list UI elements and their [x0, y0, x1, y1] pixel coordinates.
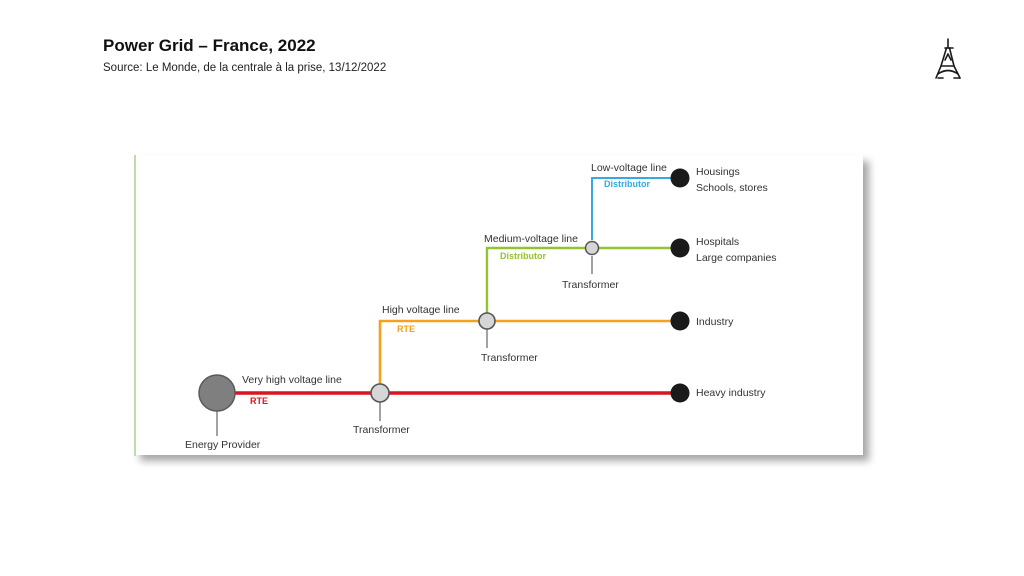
high-voltage-line: [378, 319, 680, 384]
heavy-industry-label: Heavy industry: [696, 387, 766, 399]
low-voltage-label: Low-voltage line: [591, 162, 667, 174]
high-voltage-label: High voltage line: [382, 304, 460, 316]
high-voltage-operator: RTE: [397, 324, 415, 334]
consumer-node-housings: [670, 168, 690, 188]
eiffel-tower-icon: [935, 38, 961, 79]
schools-stores-label: Schools, stores: [696, 182, 768, 194]
medium-voltage-line: [485, 246, 680, 313]
energy-provider-node: [198, 374, 236, 412]
transformer-label-3: Transformer: [562, 279, 619, 291]
hospitals-label: Hospitals: [696, 236, 739, 248]
page-title: Power Grid – France, 2022: [103, 36, 316, 55]
energy-provider-label: Energy Provider: [185, 439, 261, 451]
transformer-label-2: Transformer: [481, 352, 538, 364]
diagram-panel: [134, 155, 863, 455]
transformer-node-2: [478, 312, 496, 330]
medium-voltage-operator: Distributor: [500, 251, 546, 261]
medium-voltage-label: Medium-voltage line: [484, 233, 578, 245]
large-companies-label: Large companies: [696, 252, 777, 264]
transformer-label-1: Transformer: [353, 424, 410, 436]
consumer-node-hospitals: [670, 238, 690, 258]
very-high-voltage-operator: RTE: [250, 396, 268, 406]
low-voltage-operator: Distributor: [604, 179, 650, 189]
very-high-voltage-label: Very high voltage line: [242, 374, 342, 386]
low-voltage-line: [591, 177, 680, 240]
transformer-node-1: [370, 383, 390, 403]
housings-label: Housings: [696, 166, 740, 178]
source-caption: Source: Le Monde, de la centrale à la pr…: [103, 62, 387, 74]
industry-label: Industry: [696, 316, 734, 328]
consumer-node-heavy-industry: [670, 383, 690, 403]
transformer-node-3: [584, 240, 600, 256]
consumer-node-industry: [670, 311, 690, 331]
